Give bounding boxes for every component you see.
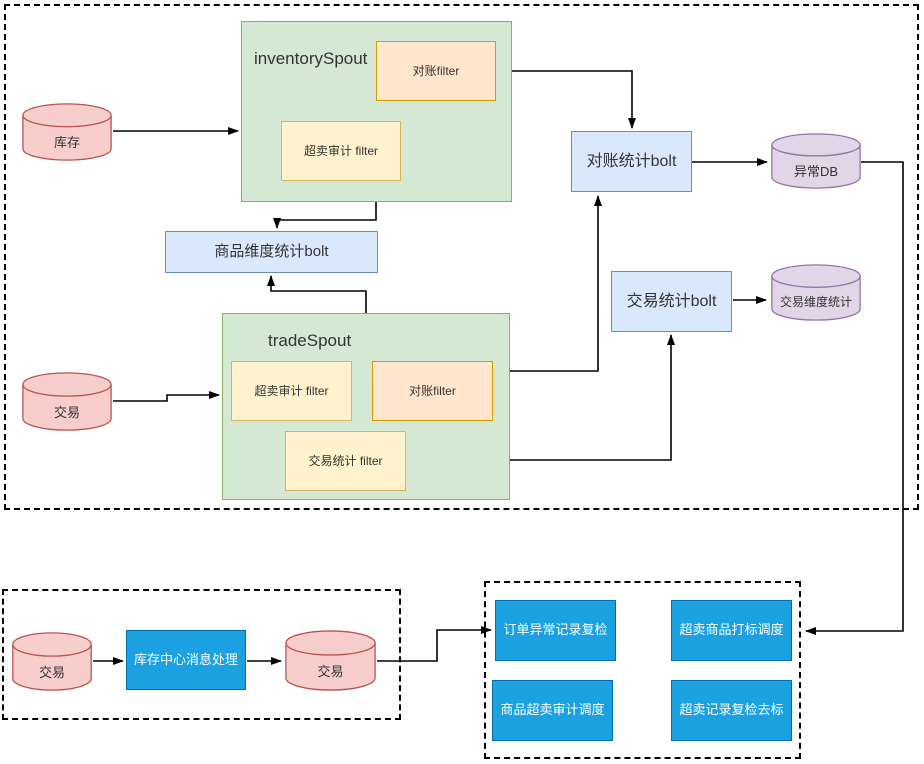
trade-reconcile-filter-label: 对账filter: [409, 383, 456, 398]
inv-oversold-audit-filter-box[interactable]: 超卖审计 filter: [281, 121, 401, 181]
product-dim-stats-bolt-box[interactable]: 商品维度统计bolt: [165, 231, 378, 273]
cylinder-shape-icon: [22, 103, 112, 161]
trade-spout-label: tradeSpout: [268, 331, 352, 350]
cylinder-shape-icon: [22, 372, 112, 431]
region-realtime-topology: [4, 4, 919, 510]
inv-reconcile-filter-box[interactable]: 对账filter: [376, 41, 496, 101]
inventory-database-label: 库存: [53, 135, 80, 150]
item-oversold-audit-label: 商品超卖审计调度: [500, 702, 605, 718]
cylinder-shape-icon: [771, 133, 861, 189]
inventory-database-cylinder[interactable]: 库存: [22, 103, 112, 161]
oversold-item-mark-label: 超卖商品打标调度: [679, 622, 784, 638]
trade-stats-bolt-label: 交易统计bolt: [626, 292, 717, 310]
trade-dim-stats-cylinder[interactable]: 交易维度统计: [771, 264, 861, 321]
cylinder-shape-icon: [12, 632, 92, 691]
msg-trade-source-label: 交易: [38, 664, 65, 680]
trade-dim-stats-label: 交易维度统计: [779, 294, 852, 309]
trade-stats-filter-label: 交易统计 filter: [308, 453, 383, 468]
product-dim-stats-bolt-label: 商品维度统计bolt: [214, 242, 329, 260]
oversold-item-mark-box[interactable]: 超卖商品打标调度: [671, 600, 792, 661]
msg-trade-sink-label: 交易: [317, 663, 344, 679]
region-schedulers: [484, 581, 801, 759]
item-oversold-audit-box[interactable]: 商品超卖审计调度: [492, 680, 613, 741]
trade-oversold-audit-filter-label: 超卖审计 filter: [254, 383, 329, 398]
reconcile-stats-bolt-box[interactable]: 对账统计bolt: [571, 131, 692, 192]
exception-db-cylinder[interactable]: 异常DB: [771, 133, 861, 189]
oversold-record-unmark-label: 超卖记录复检去标: [679, 702, 784, 718]
trade-database-cylinder[interactable]: 交易: [22, 372, 112, 431]
inventory-spout-label: inventorySpout: [254, 49, 368, 68]
inv-oversold-audit-filter-label: 超卖审计 filter: [303, 143, 378, 158]
trade-oversold-audit-filter-box[interactable]: 超卖审计 filter: [231, 361, 352, 421]
reconcile-stats-bolt-label: 对账统计bolt: [586, 152, 677, 170]
msg-trade-sink-cylinder[interactable]: 交易: [285, 630, 376, 691]
inventory-center-processor-label: 库存中心消息处理: [133, 651, 238, 667]
order-exception-recheck-box[interactable]: 订单异常记录复检: [495, 600, 616, 661]
oversold-record-unmark-box[interactable]: 超卖记录复检去标: [671, 680, 792, 741]
inv-reconcile-filter-label: 对账filter: [412, 63, 460, 78]
trade-reconcile-filter-box[interactable]: 对账filter: [372, 361, 493, 421]
exception-db-label: 异常DB: [793, 164, 839, 179]
cylinder-shape-icon: [285, 630, 376, 691]
cylinder-shape-icon: [771, 264, 861, 321]
trade-stats-filter-box[interactable]: 交易统计 filter: [285, 431, 406, 491]
msg-trade-source-cylinder[interactable]: 交易: [12, 632, 92, 691]
order-exception-recheck-label: 订单异常记录复检: [503, 622, 608, 638]
inventory-center-processor-box[interactable]: 库存中心消息处理: [126, 630, 246, 690]
trade-database-label: 交易: [53, 404, 80, 420]
trade-stats-bolt-box[interactable]: 交易统计bolt: [611, 271, 732, 332]
